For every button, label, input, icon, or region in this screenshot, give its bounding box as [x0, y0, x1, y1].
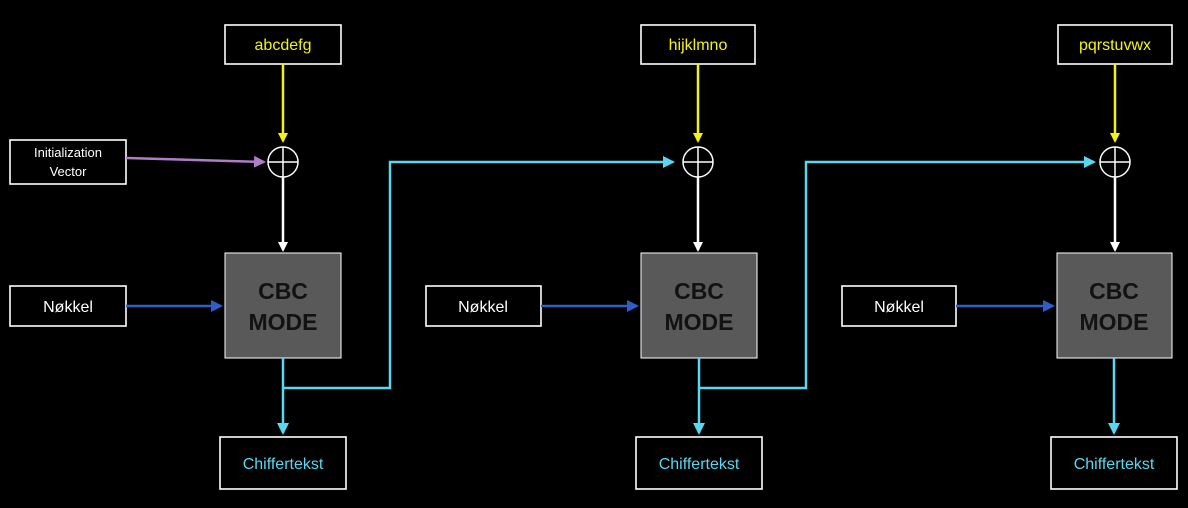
ciphertext-label-1: Chiffertekst	[243, 456, 324, 473]
iv-label-line1: Initialization	[34, 145, 102, 160]
key-label-3: Nøkkel	[874, 299, 924, 316]
cbc-text-1-line1: CBC	[258, 278, 308, 304]
cbc-block-2	[640, 252, 758, 359]
iv-group: Initialization Vector	[9, 139, 266, 185]
plaintext-label-3: pqrstuvwx	[1079, 37, 1151, 54]
key-label-2: Nøkkel	[458, 299, 508, 316]
ciphertext-label-3: Chiffertekst	[1074, 456, 1155, 473]
cbc-text-2-line1: CBC	[674, 278, 724, 304]
iv-arrow	[125, 155, 266, 168]
key-label-1: Nøkkel	[43, 299, 93, 316]
cbc-block-1	[224, 252, 342, 359]
cbc-text-3-line1: CBC	[1089, 278, 1139, 304]
cbc-text-1-line2: MODE	[249, 309, 318, 335]
iv-box	[9, 139, 127, 185]
iv-label-line2: Vector	[50, 164, 88, 179]
ciphertext-box-2	[635, 436, 763, 490]
xor-icon-3	[1099, 146, 1131, 178]
cbc-text-3-line2: MODE	[1080, 309, 1149, 335]
cbc-text-2-line2: MODE	[665, 309, 734, 335]
ciphertext-box-3	[1050, 436, 1178, 490]
block-2: hijklmno CBC MODE Nøkkel Chiffertekst	[425, 24, 763, 490]
chain-arrow-2	[699, 156, 1096, 390]
xor-icon-2	[682, 146, 714, 178]
ciphertext-label-2: Chiffertekst	[659, 456, 740, 473]
block-3: pqrstuvwx CBC MODE Nøkkel Chiffertekst	[841, 24, 1178, 490]
ciphertext-box-1	[219, 436, 347, 490]
plaintext-label-2: hijklmno	[669, 37, 728, 54]
chain-arrow-1	[283, 156, 675, 390]
plaintext-label-1: abcdefg	[255, 37, 312, 54]
cbc-block-3	[1056, 252, 1173, 359]
xor-icon-1	[267, 146, 299, 178]
block-1: abcdefg CBC MODE Nøkkel Chiffertekst	[9, 24, 347, 490]
